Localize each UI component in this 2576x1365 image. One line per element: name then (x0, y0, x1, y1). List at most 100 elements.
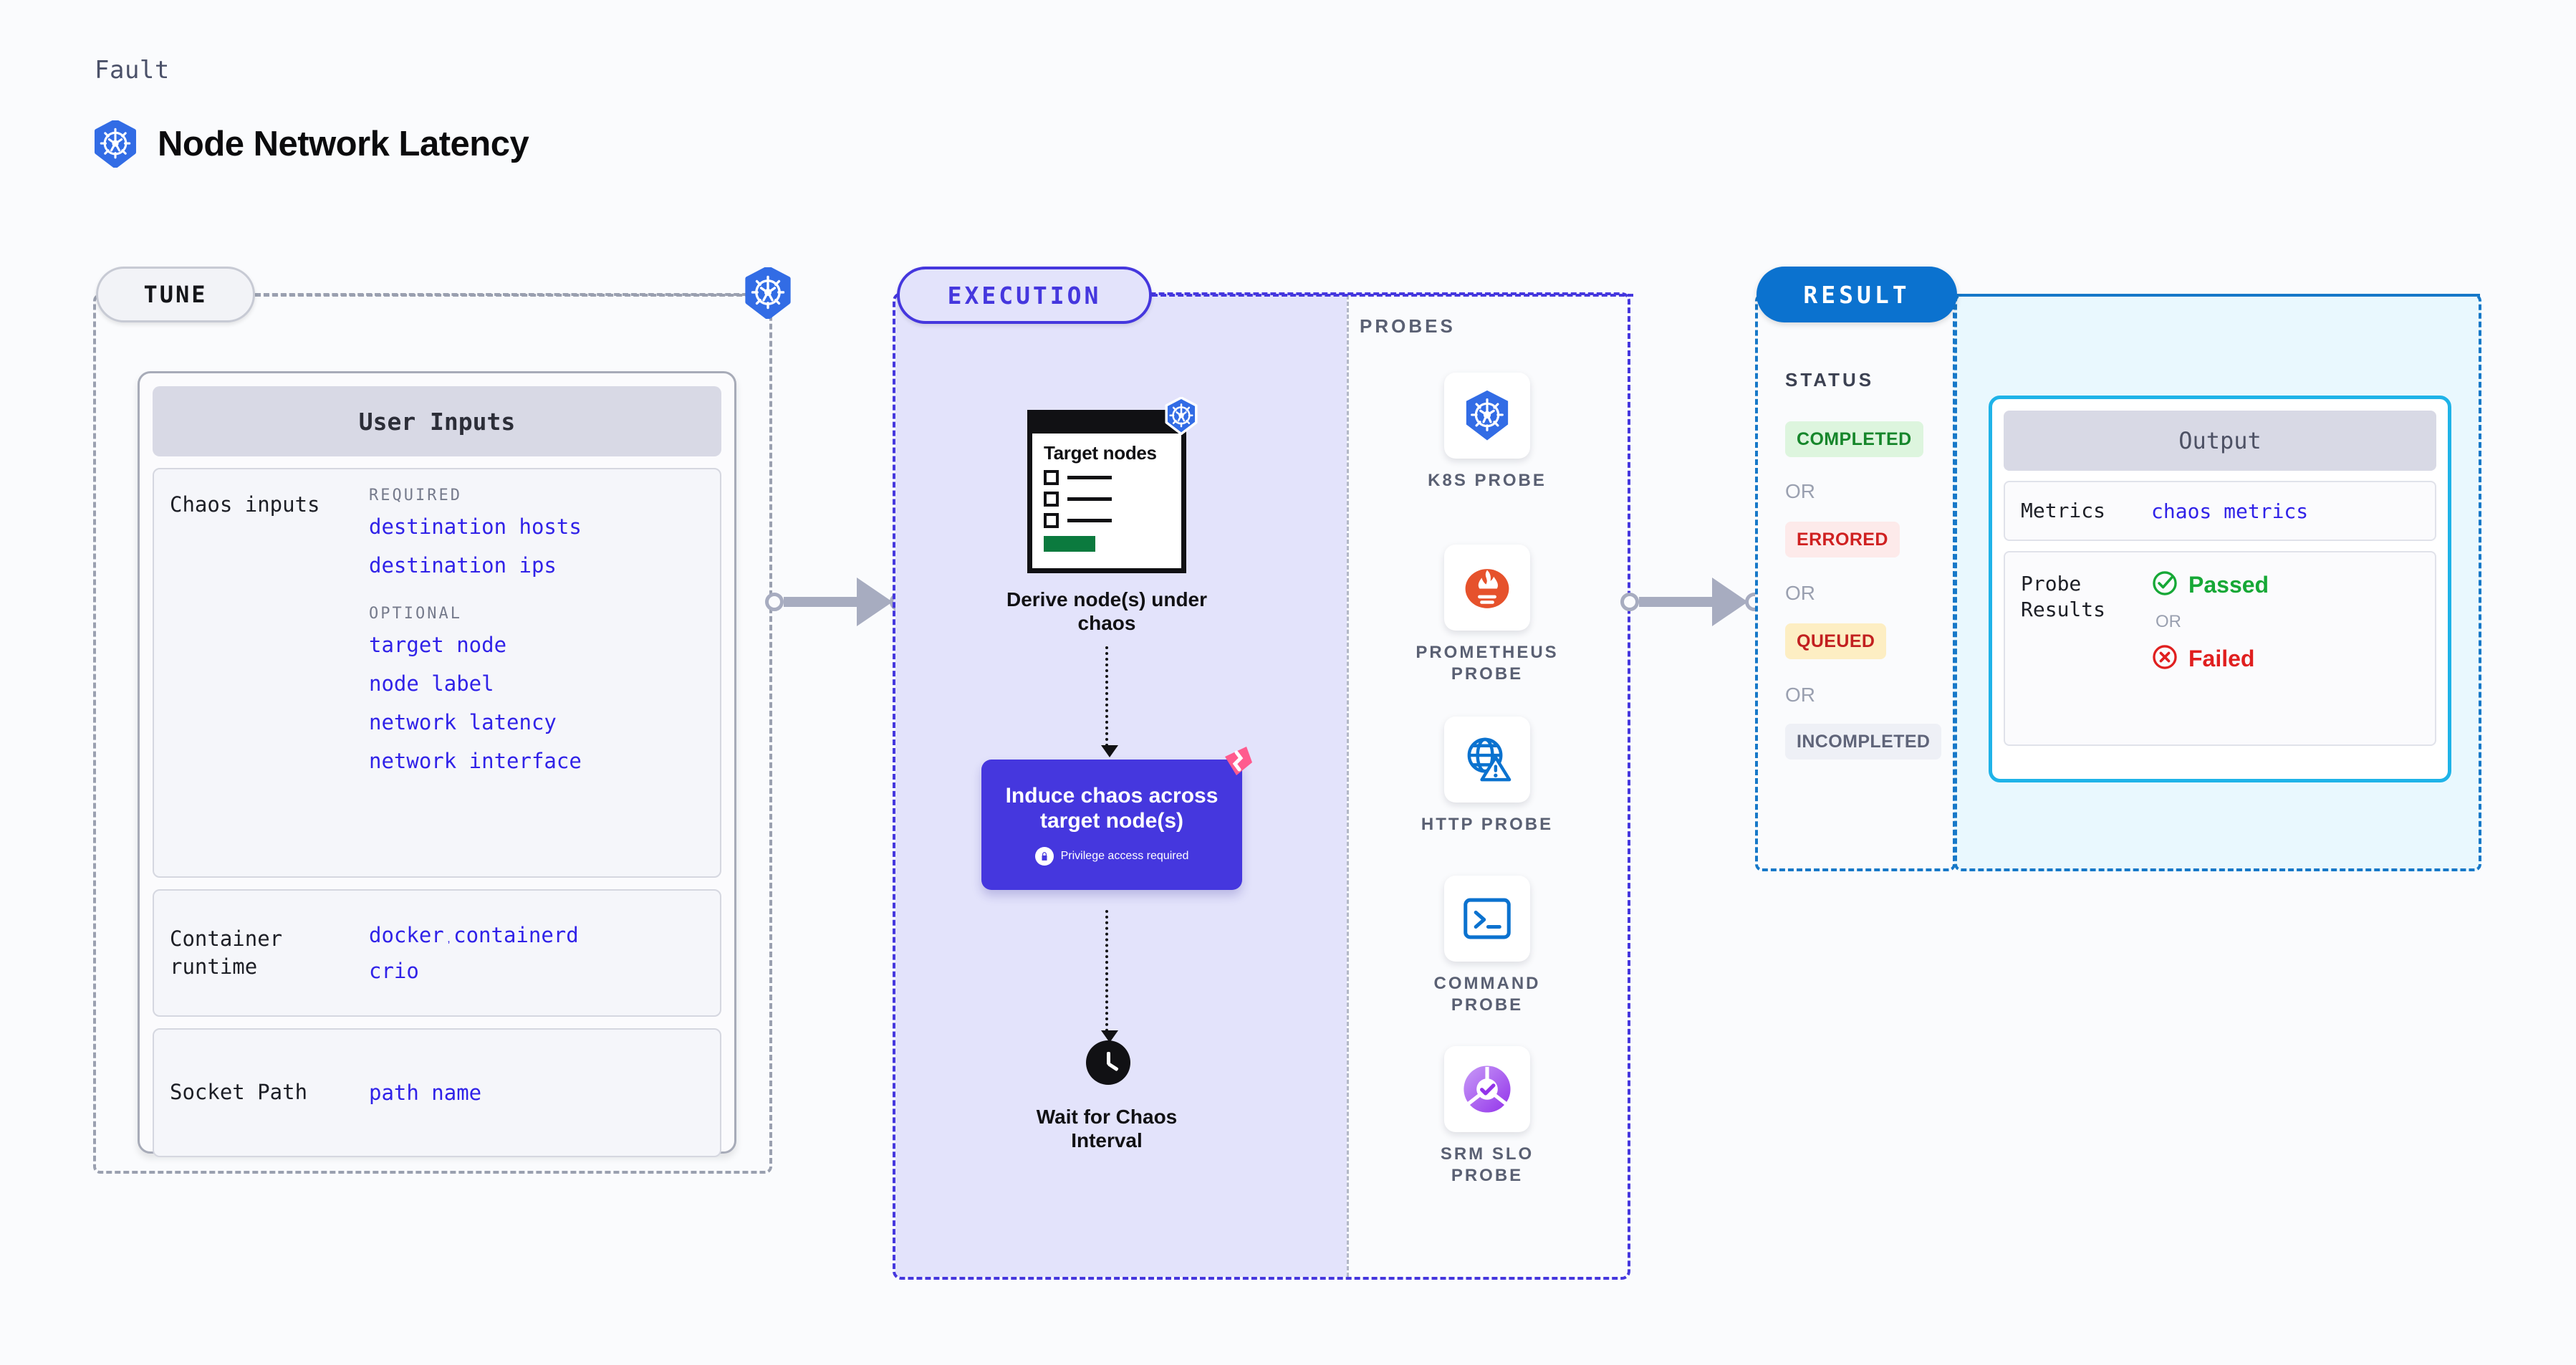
status-badge-errored: ERRORED (1785, 522, 1900, 557)
tune-to-execution-connector (765, 578, 908, 626)
probe-results-values: Passed OR Failed (2151, 552, 2435, 744)
chaos-inputs-label: Chaos inputs (170, 492, 320, 517)
node-checkbox-row (1044, 469, 1170, 485)
kubernetes-icon (744, 265, 792, 322)
metrics-row: Metrics chaos metrics (2004, 481, 2436, 541)
probe-item-http[interactable]: HTTP PROBE (1401, 717, 1573, 835)
srm-slo-icon (1444, 1046, 1530, 1132)
execution-pill[interactable]: EXECUTION (897, 267, 1152, 324)
kubernetes-icon (1163, 396, 1199, 439)
connector-arrowhead (857, 578, 893, 626)
output-card: Output Metrics chaos metrics Probe Resul… (1989, 396, 2451, 782)
socket-path-values: path name (369, 1081, 720, 1105)
induce-chaos-step[interactable]: Induce chaos across target node(s) Privi… (981, 747, 1252, 890)
or-separator: OR (2156, 612, 2181, 631)
globe-warning-icon (1444, 717, 1530, 803)
input-value[interactable]: destination hosts (369, 514, 582, 539)
metrics-label: Metrics (2021, 498, 2106, 522)
kubernetes-icon (93, 120, 138, 168)
checkbox-icon (1044, 491, 1059, 507)
container-runtime-values: docker , containerd crio (369, 923, 720, 983)
or-separator: OR (1785, 582, 1815, 604)
connector-bar (1639, 597, 1714, 607)
derive-nodes-label: Derive node(s) under chaos (1006, 588, 1208, 635)
checkbox-icon (1044, 512, 1059, 528)
status-title: STATUS (1785, 369, 1875, 391)
optional-group-title: OPTIONAL (369, 605, 462, 623)
window-titlebar (1032, 415, 1181, 434)
kubernetes-icon (1444, 373, 1530, 459)
input-value[interactable]: network interface (369, 749, 582, 773)
runtime-value[interactable]: docker (369, 923, 444, 947)
metrics-value-wrap: chaos metrics (2151, 499, 2435, 523)
failed-label: Failed (2188, 646, 2255, 671)
probe-item-prometheus[interactable]: PROMETHEUS PROBE (1401, 545, 1573, 685)
connector-arrowhead (1712, 578, 1748, 626)
user-inputs-title: User Inputs (153, 386, 721, 456)
runtime-value[interactable]: crio (369, 959, 419, 983)
check-circle-icon (2151, 570, 2178, 600)
probes-title: PROBES (1360, 315, 1456, 337)
probe-item-srm-slo[interactable]: SRM SLO PROBE (1401, 1046, 1573, 1187)
target-nodes-title: Target nodes (1044, 442, 1157, 464)
chaos-inputs-values: REQUIRED destination hosts destination i… (369, 469, 720, 876)
probe-label: COMMAND PROBE (1433, 974, 1541, 1015)
runtime-value[interactable]: containerd (453, 923, 579, 947)
probe-item-command[interactable]: COMMAND PROBE (1401, 876, 1573, 1016)
input-value[interactable]: network latency (369, 710, 557, 734)
wait-interval-label: Wait for Chaos Interval (1036, 1106, 1178, 1152)
metrics-value[interactable]: chaos metrics (2151, 499, 2309, 523)
user-inputs-card: User Inputs Chaos inputs REQUIRED destin… (138, 371, 736, 1157)
socket-path-label: Socket Path (170, 1080, 308, 1105)
passed-label: Passed (2188, 572, 2269, 598)
privilege-note-text: Privilege access required (1060, 849, 1189, 862)
page-title-text: Node Network Latency (158, 125, 529, 163)
flow-arrow (1101, 646, 1118, 757)
chaos-inputs-section: Chaos inputs REQUIRED destination hosts … (153, 468, 721, 878)
probe-results-row: Probe Results Passed OR (2004, 551, 2436, 746)
connector-bar (784, 597, 858, 607)
status-badge-queued: QUEUED (1785, 623, 1887, 659)
container-runtime-section: Container runtime docker , containerd cr… (153, 889, 721, 1017)
container-runtime-label: Container runtime (170, 926, 283, 979)
value-separator: , (447, 933, 451, 945)
x-circle-icon (2151, 643, 2178, 674)
fault-eyebrow: Fault (95, 56, 170, 85)
input-value[interactable]: node label (369, 671, 494, 696)
status-badge-completed: COMPLETED (1785, 421, 1923, 457)
or-separator: OR (1785, 480, 1815, 502)
result-pill[interactable]: RESULT (1756, 267, 1957, 322)
placeholder-line (1067, 518, 1112, 522)
probe-result-passed: Passed (2151, 570, 2435, 600)
induce-chaos-label: Induce chaos across target node(s) (1005, 784, 1219, 833)
probe-item-k8s[interactable]: K8S PROBE (1401, 373, 1573, 492)
harness-logo-icon (1215, 742, 1258, 786)
confirm-bar (1044, 535, 1095, 552)
tune-pill[interactable]: TUNE (96, 267, 255, 322)
target-nodes-illustration: Target nodes (1027, 396, 1198, 573)
checkbox-icon (1044, 469, 1059, 485)
node-checkbox-row (1044, 491, 1170, 507)
probe-label: K8S PROBE (1428, 471, 1547, 490)
connector-start-dot (765, 593, 784, 611)
placeholder-line (1067, 475, 1112, 479)
node-checkbox-row (1044, 512, 1170, 528)
status-badge-incompleted: INCOMPLETED (1785, 724, 1942, 760)
clock-icon (1086, 1040, 1130, 1085)
flow-arrow (1101, 910, 1118, 1043)
result-connector-line (1957, 294, 2480, 297)
probe-label: PROMETHEUS PROBE (1416, 643, 1559, 684)
prometheus-icon (1444, 545, 1530, 631)
input-value[interactable]: destination ips (369, 553, 557, 578)
probe-results-label: Probe Results (2021, 572, 2106, 622)
probe-label: HTTP PROBE (1421, 815, 1554, 834)
execution-connector-line (1152, 294, 1633, 297)
input-value[interactable]: target node (369, 633, 507, 657)
tune-connector-line (255, 293, 756, 296)
page-title: Node Network Latency (93, 120, 529, 168)
socket-path-section: Socket Path path name (153, 1028, 721, 1157)
execution-to-result-connector (1620, 578, 1764, 626)
socket-path-value[interactable]: path name (369, 1081, 482, 1105)
terminal-icon (1444, 876, 1530, 962)
